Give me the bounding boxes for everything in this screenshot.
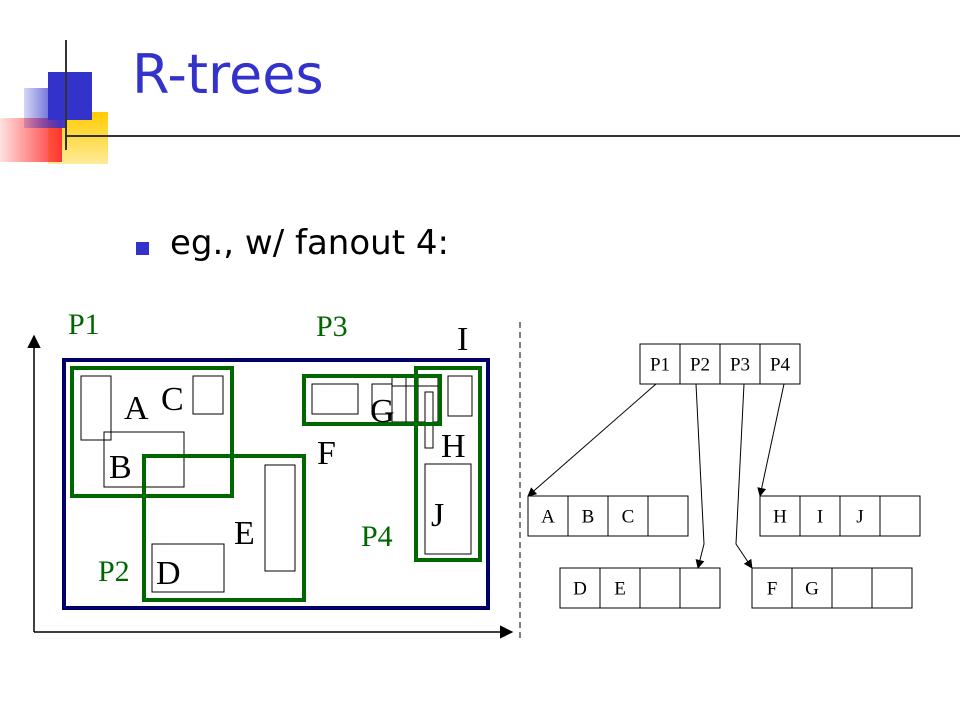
object-label-d: D (156, 555, 181, 592)
object-label-j: J (431, 497, 444, 534)
group-label-p3: P3 (316, 310, 348, 343)
tree-entry-leaf-p4-0: H (773, 507, 787, 528)
object-c-rect (192, 375, 224, 415)
object-h-rect (447, 375, 473, 417)
tree-entry-root-1: P2 (690, 355, 710, 376)
group-p4-rect (414, 366, 482, 562)
bullet-text: eg., w/ fanout 4: (170, 223, 449, 263)
object-f-rect (311, 383, 359, 415)
tree-entry-leaf-p4-2: J (856, 507, 863, 528)
group-label-p2: P2 (98, 555, 130, 588)
pointer-p3 (735, 383, 753, 569)
slide-title: R-trees (132, 43, 324, 106)
object-label-e: E (234, 515, 255, 552)
tree-entry-leaf-p1-1: B (582, 507, 595, 528)
tree-entry-leaf-p2-1: E (614, 579, 626, 600)
tree-entry-leaf-p3-0: F (767, 579, 778, 600)
tree-entry-leaf-p1-0: A (541, 507, 555, 528)
pointer-p2 (695, 383, 705, 569)
object-h-tall-rect (424, 391, 434, 449)
tree-node-leaf-p4: H I J (759, 495, 921, 537)
object-label-g: G (370, 393, 395, 430)
object-label-f: F (317, 435, 336, 472)
title-rule (66, 135, 960, 137)
deco-blue-square-2 (48, 72, 92, 120)
group-p2-rect (142, 454, 306, 602)
tree-entry-leaf-p2-0: D (573, 579, 587, 600)
object-label-b: B (109, 449, 132, 486)
tree-entry-leaf-p4-1: I (817, 507, 823, 528)
object-e-rect (264, 464, 296, 572)
pointer-p4 (757, 383, 785, 497)
bullet-marker (136, 242, 149, 255)
tree-entry-root-0: P1 (650, 355, 670, 376)
tree-entry-root-2: P3 (730, 355, 750, 376)
pointer-p1 (527, 383, 657, 497)
object-j-rect (424, 463, 472, 555)
object-label-a: A (124, 390, 149, 427)
space-boundary (62, 358, 490, 610)
object-a-rect (80, 375, 112, 441)
object-d-rect (151, 543, 225, 593)
tree-node-root: P1 P2 P3 P4 (639, 343, 801, 385)
object-label-i: I (457, 321, 468, 358)
object-label-c: C (161, 381, 184, 418)
tree-node-leaf-p1: A B C (527, 495, 689, 537)
tree-entry-root-3: P4 (770, 355, 791, 376)
group-label-p4: P4 (361, 520, 393, 553)
group-p1-rect (70, 366, 234, 498)
tree-entry-leaf-p3-1: G (805, 579, 819, 600)
tree-entry-leaf-p1-2: C (622, 507, 635, 528)
group-p3-rect (302, 374, 442, 426)
group-label-p1: P1 (68, 308, 100, 341)
object-label-h: H (441, 428, 466, 465)
